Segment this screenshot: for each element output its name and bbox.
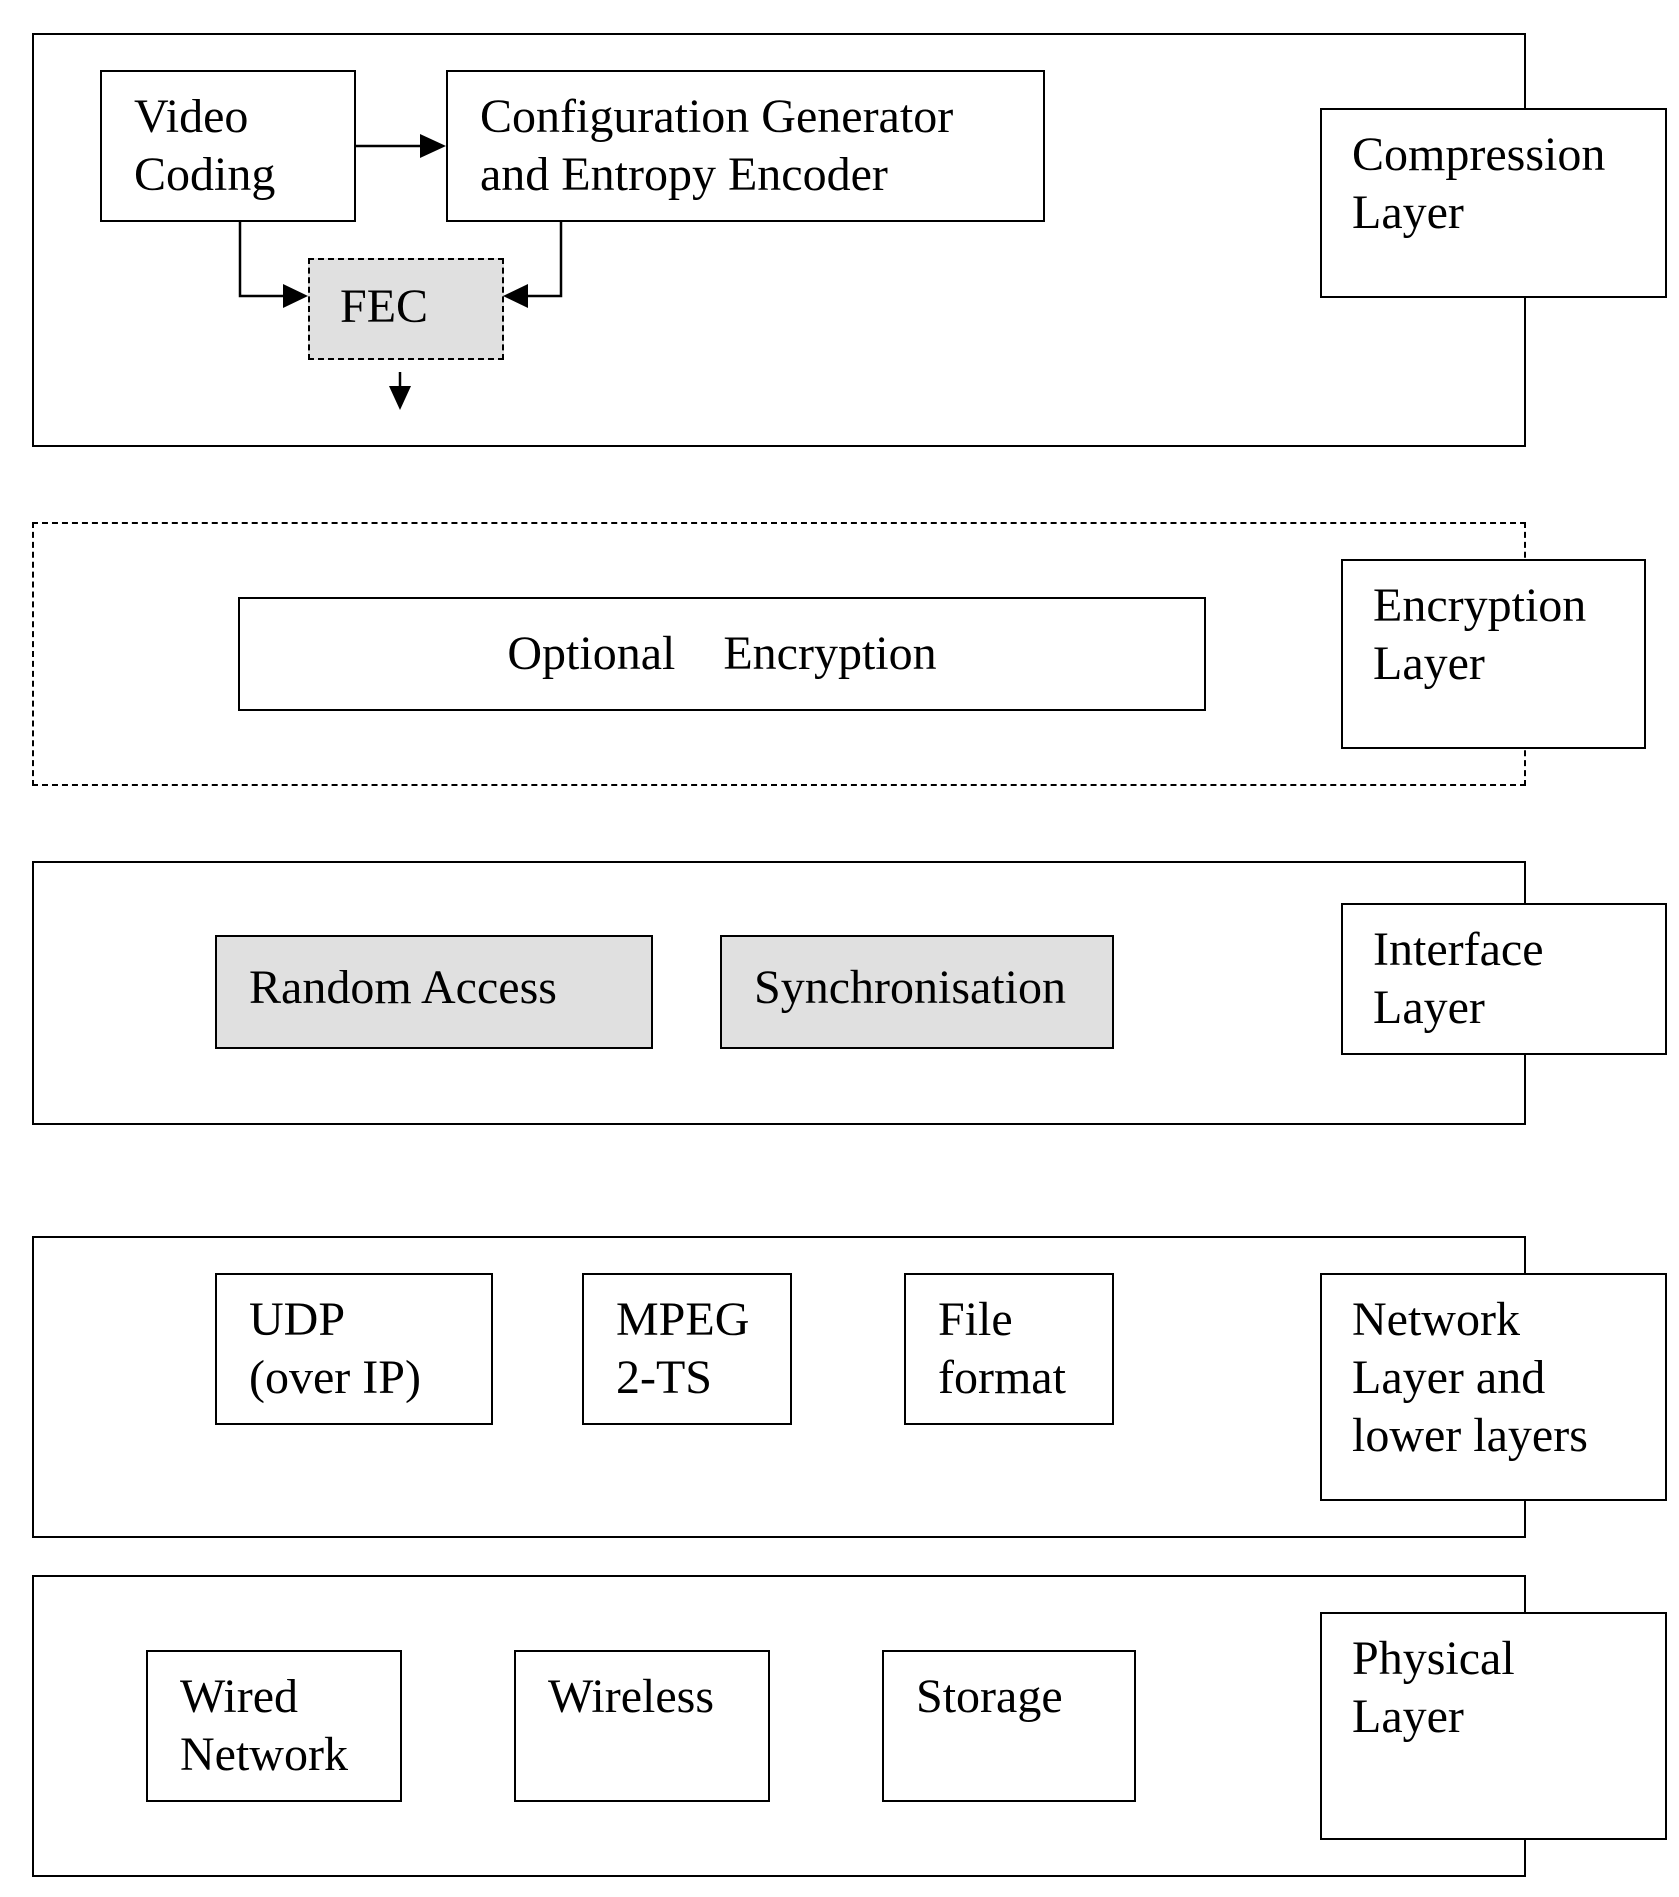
encryption-layer-label: Encryption Layer <box>1341 559 1646 749</box>
network-label-line-3: lower layers <box>1352 1409 1588 1462</box>
interface-label-line-2: Layer <box>1373 981 1485 1034</box>
physical-layer-label: Physical Layer <box>1320 1612 1667 1840</box>
mpeg-box: MPEG 2-TS <box>582 1273 792 1425</box>
compression-label-line-1: Compression <box>1352 128 1606 181</box>
storage-box: Storage <box>882 1650 1136 1802</box>
wireless-box: Wireless <box>514 1650 770 1802</box>
compression-layer-label: Compression Layer <box>1320 108 1667 298</box>
video-coding-line-2: Coding <box>134 148 276 201</box>
wired-network-line-2: Network <box>180 1728 348 1781</box>
random-access-label: Random Access <box>249 961 557 1014</box>
synchronisation-label: Synchronisation <box>754 961 1066 1014</box>
encryption-label-line-1: Encryption <box>1373 579 1587 632</box>
physical-label-line-1: Physical <box>1352 1632 1515 1685</box>
fec-label: FEC <box>340 280 429 333</box>
configuration-generator-box: Configuration Generator and Entropy Enco… <box>446 70 1045 222</box>
wireless-label: Wireless <box>548 1670 715 1723</box>
optional-encryption-label: Optional Encryption <box>507 627 937 680</box>
video-coding-box: Video Coding <box>100 70 356 222</box>
config-generator-line-1: Configuration Generator <box>480 90 954 143</box>
udp-box: UDP (over IP) <box>215 1273 493 1425</box>
wired-network-line-1: Wired <box>180 1670 299 1723</box>
optional-encryption-box: Optional Encryption <box>238 597 1206 711</box>
file-format-line-1: File <box>938 1293 1013 1346</box>
synchronisation-box: Synchronisation <box>720 935 1114 1049</box>
fec-box: FEC <box>308 258 504 360</box>
physical-label-line-2: Layer <box>1352 1690 1464 1743</box>
config-generator-line-2: and Entropy Encoder <box>480 148 888 201</box>
encryption-label-line-2: Layer <box>1373 637 1485 690</box>
network-layer-label: Network Layer and lower layers <box>1320 1273 1667 1501</box>
storage-label: Storage <box>916 1670 1063 1723</box>
mpeg-line-2: 2-TS <box>616 1351 712 1404</box>
udp-line-2: (over IP) <box>249 1351 421 1404</box>
interface-label-line-1: Interface <box>1373 923 1544 976</box>
network-label-line-2: Layer and <box>1352 1351 1546 1404</box>
video-coding-line-1: Video <box>134 90 249 143</box>
wired-network-box: Wired Network <box>146 1650 402 1802</box>
interface-layer-label: Interface Layer <box>1341 903 1667 1055</box>
compression-label-line-2: Layer <box>1352 186 1464 239</box>
mpeg-line-1: MPEG <box>616 1293 750 1346</box>
random-access-box: Random Access <box>215 935 653 1049</box>
file-format-box: File format <box>904 1273 1114 1425</box>
udp-line-1: UDP <box>249 1293 346 1346</box>
network-label-line-1: Network <box>1352 1293 1520 1346</box>
file-format-line-2: format <box>938 1351 1066 1404</box>
